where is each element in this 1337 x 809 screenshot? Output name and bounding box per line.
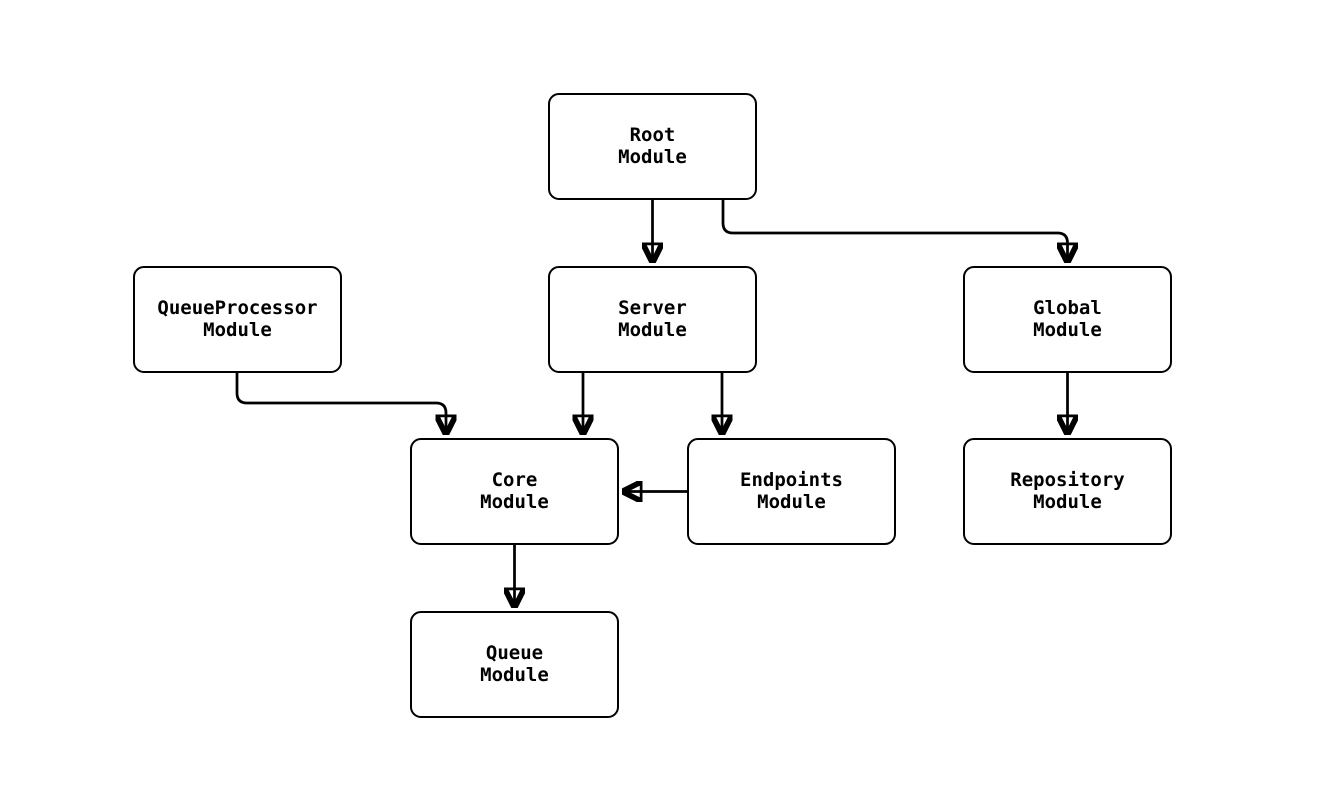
node-label: Root xyxy=(629,124,676,146)
node-label: Queue xyxy=(485,642,544,664)
node-label: Module xyxy=(618,318,687,341)
node-queue-module: Queue Module xyxy=(410,611,619,718)
node-root-module: Root Module xyxy=(548,93,757,200)
edge-queueprocessor-core xyxy=(235,373,446,434)
node-label: Module xyxy=(618,145,687,168)
node-label: Server xyxy=(618,297,687,319)
node-core-module: Core Module xyxy=(410,438,619,545)
node-repository-module: Repository Module xyxy=(963,438,1172,545)
node-endpoints-module: Endpoints Module xyxy=(687,438,896,545)
node-label: Module xyxy=(203,318,272,341)
node-label: QueueProcessor xyxy=(157,297,318,319)
node-server-module: Server Module xyxy=(548,266,757,373)
node-label: Module xyxy=(757,490,826,513)
node-label: Endpoints xyxy=(740,469,843,491)
node-label: Module xyxy=(480,490,549,513)
node-label: Module xyxy=(1033,490,1102,513)
node-queueprocessor-module: QueueProcessor Module xyxy=(133,266,342,373)
edge-root-global xyxy=(721,198,1068,262)
node-label: Module xyxy=(1033,318,1102,341)
node-label: Module xyxy=(480,663,549,686)
node-label: Repository xyxy=(1010,469,1125,491)
node-label: Global xyxy=(1033,297,1102,319)
node-global-module: Global Module xyxy=(963,266,1172,373)
node-label: Core xyxy=(491,469,538,491)
